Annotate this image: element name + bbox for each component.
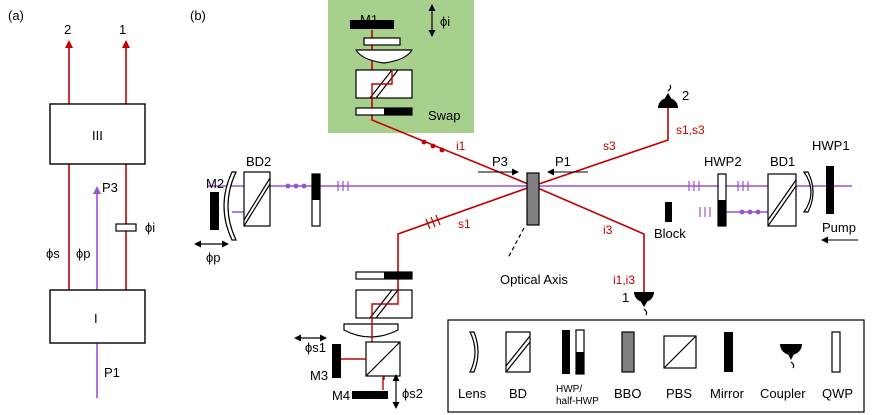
- s1-pbs: [365, 341, 401, 377]
- legend-coupler-icon: [780, 344, 802, 369]
- block-label: Block: [654, 226, 686, 241]
- panel-a-label: (a): [8, 8, 24, 23]
- detector-1-number: 1: [622, 290, 629, 305]
- bd2: [243, 171, 271, 227]
- p1-label-a: P1: [104, 365, 120, 380]
- legend-lens-icon: [469, 331, 479, 373]
- p3-label-b: P3: [492, 154, 508, 169]
- bd1: [767, 173, 797, 227]
- legend-bd-label: BD: [509, 386, 527, 401]
- swap-bd: [355, 69, 413, 99]
- hwp2-label: HWP2: [704, 154, 742, 169]
- panel-b-label: (b): [190, 8, 206, 23]
- legend-hwp-label-1: HWP/: [556, 384, 582, 395]
- bd1-label: BD1: [770, 154, 795, 169]
- swap-hwp: [355, 107, 413, 116]
- m2-label: M2: [206, 176, 224, 191]
- hwp1-label: HWP1: [812, 138, 850, 153]
- phi-s2-label: ϕs2: [402, 386, 423, 401]
- m1-label: M1: [360, 12, 378, 27]
- legend-coupler-label: Coupler: [760, 386, 806, 401]
- panel-b: (b) Swap: [190, 0, 858, 409]
- left-lens: [223, 171, 237, 241]
- swap-lens: [354, 49, 414, 64]
- s1-lens: [343, 323, 399, 338]
- m4-label: M4: [332, 388, 350, 403]
- bbo-crystal: [526, 172, 540, 226]
- legend-lens-label: Lens: [458, 386, 487, 401]
- box-I-label: I: [94, 311, 98, 326]
- mirror-m4: [352, 391, 388, 399]
- crystal-box-I: [49, 289, 146, 344]
- i1-label: i1: [456, 139, 466, 153]
- legend-mirror-icon: [724, 332, 733, 372]
- phi-s-label: ϕs: [46, 246, 60, 261]
- mirror-m3: [332, 344, 341, 378]
- pump-label: Pump: [822, 220, 856, 235]
- pump-polarization-ticks: [337, 181, 749, 217]
- phi-i-label-b: ϕi: [440, 14, 450, 29]
- bd2-label: BD2: [246, 154, 271, 169]
- legend-bbo-label: BBO: [614, 386, 641, 401]
- legend-pbs-icon: [663, 335, 697, 369]
- s1-bd: [355, 289, 413, 319]
- output-2-label: 2: [64, 22, 71, 37]
- legend-bd-icon: [505, 331, 531, 373]
- swap-label: Swap: [428, 108, 461, 123]
- legend-bbo-icon: [621, 331, 635, 373]
- legend-box: Lens BD HWP/ half-HWP BBO PBS Mirror Co: [447, 319, 865, 413]
- crystal-box-III: [49, 103, 146, 165]
- phi-s1-label: ϕs1: [305, 340, 326, 355]
- optical-axis-label: Optical Axis: [500, 272, 568, 287]
- coupler-1-icon: [634, 292, 654, 316]
- signal-s3-beam: [532, 106, 669, 187]
- m3-label: M3: [310, 368, 328, 383]
- swap-qwp: [363, 37, 401, 46]
- p1-label-b: P1: [555, 154, 571, 169]
- detector-2-number: 2: [682, 88, 689, 103]
- pump-lens: [802, 171, 814, 213]
- box-III-label: III: [92, 128, 103, 143]
- mirror-m1: [350, 20, 394, 29]
- s1-hwp: [355, 271, 413, 280]
- detector-1-label: i1,i3: [613, 273, 635, 287]
- output-1-label: 1: [119, 22, 126, 37]
- phi-p-label: ϕp: [76, 246, 91, 261]
- phase-plate-i: [115, 223, 137, 232]
- legend-mirror-label: Mirror: [710, 386, 745, 401]
- hwp1: [826, 166, 834, 214]
- i3-label: i3: [603, 223, 613, 237]
- phi-i-label-a: ϕi: [145, 220, 155, 235]
- s3-label: s3: [603, 139, 616, 153]
- detector-2-label: s1,s3: [676, 123, 705, 137]
- coupler-2-icon: [658, 84, 678, 108]
- legend-qwp-label: QWP: [822, 386, 853, 401]
- idler-i3-beam: [532, 185, 645, 292]
- s1-label: s1: [458, 217, 471, 231]
- hwp2: [717, 173, 727, 227]
- p3-label-a: P3: [102, 180, 118, 195]
- legend-qwp-icon: [831, 331, 841, 373]
- s1-polarization-ticks: [425, 214, 441, 230]
- legend-hwp-label-2: half-HWP: [556, 396, 599, 407]
- optical-axis-line: [507, 227, 525, 259]
- beam-block: [665, 202, 672, 222]
- legend-pbs-label: PBS: [666, 386, 692, 401]
- legend-hwp-icon: [562, 329, 585, 375]
- phi-p-label-b: ϕp: [206, 250, 221, 265]
- mirror-m2: [210, 192, 219, 230]
- panel-a: (a) 2 1 III I ϕi P3 ϕs ϕp P1: [8, 8, 155, 398]
